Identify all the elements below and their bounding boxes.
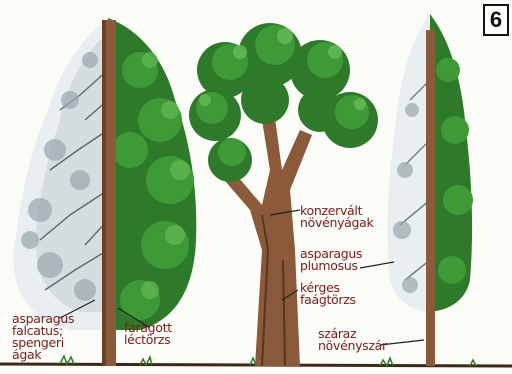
right-tree-frosted-half [388,14,430,312]
right-tree-green-half [430,14,473,312]
right-tree-trunk [426,30,435,366]
label-line: ágak [12,349,74,361]
label-line: növényágak [300,217,373,229]
label-line: növényszár [318,340,387,352]
label-kerges-faagtorzs: kérges faágtörzs [300,282,356,306]
label-line: léctörzs [124,334,172,346]
left-tree-green-half [108,18,196,330]
figure-number-badge: 6 [483,4,509,36]
label-line: faágtörzs [300,294,356,306]
label-asparagus-falcatus: asparagus falcatus; spengeri ágak [12,313,74,361]
label-line: plumosus [300,260,362,272]
middle-tree-canopy [189,23,378,182]
label-faragott-lectorzs: faragott léctörzs [124,322,172,346]
label-szaraz-novenyszar: száraz növényszár [318,328,387,352]
label-asparagus-plumosus: asparagus plumosus [300,248,362,272]
left-tree-frosted-half [13,18,108,330]
label-konzervalt-novenyagak: konzervált növényágak [300,205,373,229]
